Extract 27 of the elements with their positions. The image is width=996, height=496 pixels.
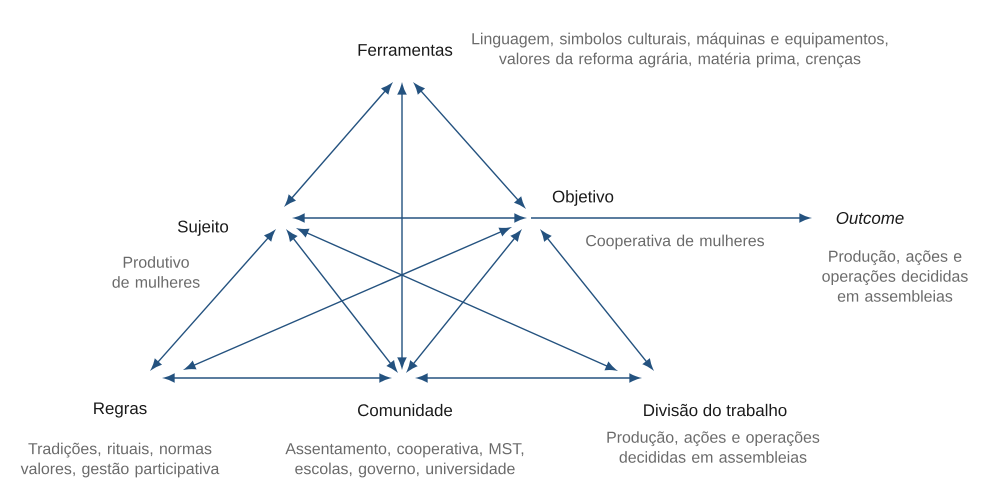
arrow <box>164 374 390 382</box>
arrow <box>151 230 275 370</box>
description-text: Linguagem, simbolos culturais, máquinas e equipamentos, valores da reforma agrária, matéria prima, crenças <box>472 32 888 68</box>
description-text: Tradições, rituais, normas valores, gestão participativa <box>20 442 220 478</box>
node-label: Outcome <box>836 212 904 224</box>
node-label: Divisão do trabalho <box>644 404 786 416</box>
node-label: Comunidade <box>358 404 452 416</box>
arrow <box>398 84 406 368</box>
arrow <box>285 83 392 206</box>
description-text: Assentamento, cooperativa, MST, escolas, governo, universidade <box>285 442 524 478</box>
node-label: Objetivo <box>552 190 614 206</box>
arrow <box>417 374 640 382</box>
arrow <box>541 230 653 370</box>
description-text: Produção, ações e operações decididas em assembleias <box>607 431 820 463</box>
arrow <box>287 230 397 372</box>
arrow <box>298 228 616 371</box>
description-text: Produção, ações e operações decididas em assembleias <box>822 250 968 302</box>
arrow <box>184 227 510 370</box>
arrow <box>414 83 525 208</box>
arrow <box>531 214 810 222</box>
arrow <box>294 214 525 222</box>
description-text: Cooperativa de mulheres <box>586 234 764 250</box>
node-label: Ferramentas <box>358 44 452 56</box>
node-label: Regras <box>94 402 147 418</box>
arrow <box>407 230 521 372</box>
node-label: Sujeito <box>178 220 228 236</box>
description-text: Produtivo de mulheres <box>112 256 200 288</box>
